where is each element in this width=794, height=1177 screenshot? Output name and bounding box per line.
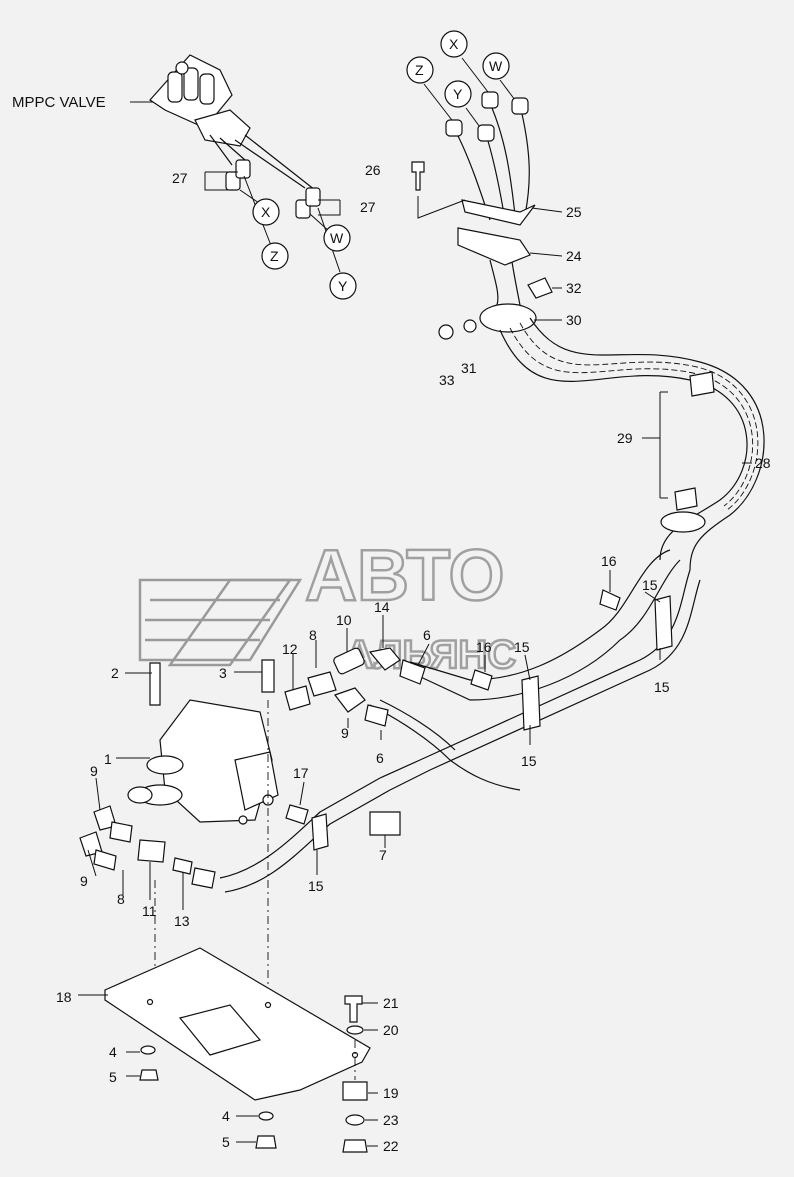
callout-16: 16 xyxy=(601,553,617,569)
hose-loop xyxy=(499,317,765,571)
callout-11: 11 xyxy=(142,903,157,919)
callout-16: 16 xyxy=(476,639,492,655)
callout-9: 9 xyxy=(341,725,349,741)
callout-31: 31 xyxy=(461,360,477,376)
pipes xyxy=(219,549,701,893)
circle-label: X xyxy=(261,204,271,220)
callout-4: 4 xyxy=(109,1044,117,1060)
callout-4: 4 xyxy=(222,1108,230,1124)
callout-15: 15 xyxy=(514,639,530,655)
callout-22: 22 xyxy=(383,1138,399,1154)
label-mppc-valve: MPPC VALVE xyxy=(12,94,106,111)
callout-8: 8 xyxy=(117,891,125,907)
callout-24: 24 xyxy=(566,248,582,264)
callout-1: 1 xyxy=(104,751,112,767)
callout-15: 15 xyxy=(654,679,670,695)
control-valve xyxy=(79,659,279,1000)
watermark-logo: АВТО АЛЬЯНС xyxy=(138,535,517,678)
callout-23: 23 xyxy=(383,1112,399,1128)
callout-19: 19 xyxy=(383,1085,399,1101)
callout-7: 7 xyxy=(379,847,387,863)
callout-14: 14 xyxy=(374,599,390,615)
circle-label: Y xyxy=(453,86,463,102)
hose-bundle-top xyxy=(406,30,563,340)
callout-10: 10 xyxy=(336,612,352,628)
callout-13: 13 xyxy=(174,913,190,929)
callout-33: 33 xyxy=(439,372,455,388)
watermark-line1: АВТО xyxy=(305,536,504,616)
circle-label: X xyxy=(449,36,459,52)
callout-15: 15 xyxy=(521,753,537,769)
callout-2: 2 xyxy=(111,665,119,681)
callout-15: 15 xyxy=(642,577,658,593)
callout-21: 21 xyxy=(383,995,399,1011)
callout-27: 27 xyxy=(172,170,188,186)
circle-label: W xyxy=(489,58,503,74)
callout-18: 18 xyxy=(56,989,72,1005)
callout-32: 32 xyxy=(566,280,582,296)
callout-30: 30 xyxy=(566,312,582,328)
callout-17: 17 xyxy=(293,765,309,781)
circle-label: Y xyxy=(338,278,348,294)
circle-label: Z xyxy=(270,248,279,264)
callout-5: 5 xyxy=(109,1069,117,1085)
callout-9: 9 xyxy=(90,763,98,779)
callout-9: 9 xyxy=(80,873,88,889)
callout-28: 28 xyxy=(755,455,771,471)
callout-26: 26 xyxy=(365,162,381,178)
base-plate xyxy=(78,947,378,1153)
callout-15: 15 xyxy=(308,878,324,894)
callout-8: 8 xyxy=(309,627,317,643)
labels: MPPC VALVE X Z W Y X Z W Y 27 27 26 25 2… xyxy=(12,36,771,1154)
callout-5: 5 xyxy=(222,1134,230,1150)
callout-6: 6 xyxy=(423,627,431,643)
callout-6: 6 xyxy=(376,750,384,766)
mppc-valve xyxy=(130,54,357,300)
callout-3: 3 xyxy=(219,665,227,681)
callout-27: 27 xyxy=(360,199,376,215)
circle-label: Z xyxy=(415,62,424,78)
leader-lines xyxy=(87,570,661,910)
circle-label: W xyxy=(330,230,344,246)
callout-12: 12 xyxy=(282,641,298,657)
callout-29: 29 xyxy=(617,430,633,446)
fittings xyxy=(284,589,621,825)
callout-20: 20 xyxy=(383,1022,399,1038)
callout-25: 25 xyxy=(566,204,582,220)
